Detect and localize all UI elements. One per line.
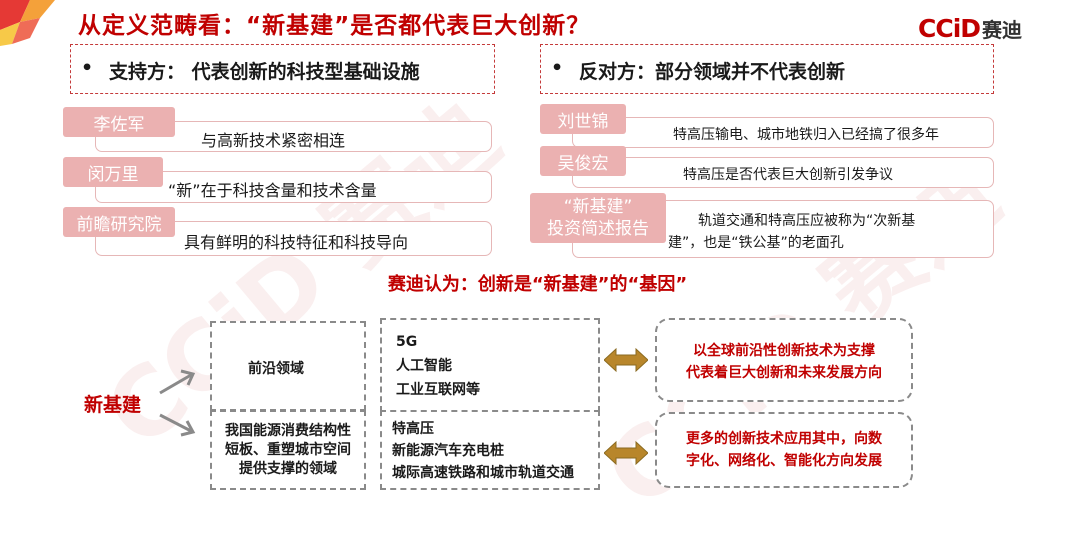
frontier-box: 前沿领域	[210, 321, 366, 411]
support-bullet: •	[81, 57, 94, 79]
corner-decoration	[0, 0, 55, 46]
support-heading: 支持方： 代表创新的科技型基础设施	[109, 61, 420, 83]
support-card-3: 具有鲜明的科技特征和科技导向	[95, 221, 492, 256]
branch-arrows	[159, 369, 196, 437]
support-tag-3: 前瞻研究院	[63, 207, 175, 237]
oppose-card-2: 特高压是否代表巨大创新引发争议	[572, 157, 994, 188]
oppose-tag-1: 刘世锦	[540, 104, 626, 134]
conclusion-text: 赛迪认为：创新是“新基建”的“基因”	[387, 274, 688, 295]
oppose-bullet: •	[551, 57, 564, 79]
energy-conclusion-line2: 字化、网络化、智能化方向发展	[686, 453, 882, 469]
oppose-text-2: 特高压是否代表巨大创新引发争议	[683, 167, 893, 183]
support-tag-1: 李佐军	[63, 107, 175, 137]
support-heading-panel: • 支持方： 代表创新的科技型基础设施	[70, 44, 495, 94]
oppose-card-1: 特高压输电、城市地铁归入已经搞了很多年	[572, 117, 994, 148]
ccid-logo: CCiD 赛迪	[918, 14, 1022, 43]
frontier-conclusion-line2: 代表着巨大创新和未来发展方向	[686, 365, 882, 381]
frontier-label: 前沿领域	[248, 361, 304, 377]
oppose-text-3a: 轨道交通和特高压应被称为“次新基	[698, 213, 916, 229]
oppose-heading-panel: • 反对方：部分领域并不代表创新	[540, 44, 994, 94]
energy-label-line3: 提供支撑的领域	[239, 461, 337, 477]
support-text-1: 与高新技术紧密相连	[201, 131, 346, 150]
page-title: 从定义范畴看：“新基建”是否都代表巨大创新？	[78, 13, 591, 39]
root-label: 新基建	[84, 394, 142, 416]
oppose-text-1: 特高压输电、城市地铁归入已经搞了很多年	[673, 127, 939, 143]
example-charging: 新能源汽车充电桩	[392, 443, 504, 459]
frontier-conclusion: 以全球前沿性创新技术为支撑 代表着巨大创新和未来发展方向	[657, 340, 911, 384]
logo-cn: 赛迪	[982, 18, 1023, 42]
example-5g: 5G	[396, 334, 418, 350]
oppose-tag-3: “新基建” 投资简述报告	[530, 193, 666, 243]
energy-examples: 特高压 新能源汽车充电桩 城际高速铁路和城市轨道交通	[392, 418, 574, 484]
support-text-2: “新”在于科技含量和技术含量	[168, 181, 377, 200]
example-ai: 人工智能	[396, 358, 452, 374]
energy-label-line2: 短板、重塑城市空间	[225, 442, 351, 458]
double-arrow-icon	[604, 440, 648, 466]
oppose-heading: 反对方：部分领域并不代表创新	[579, 61, 846, 83]
support-text-3: 具有鲜明的科技特征和科技导向	[184, 233, 409, 252]
energy-conclusion-line1: 更多的创新技术应用其中，向数	[686, 431, 882, 447]
oppose-text-3b: 建”，也是“铁公基”的老面孔	[668, 235, 844, 251]
double-arrow-icon	[604, 347, 648, 373]
oppose-tag-3-line2: 投资简述报告	[547, 219, 649, 239]
energy-label: 我国能源消费结构性 短板、重塑城市空间 提供支撑的领域	[220, 422, 356, 479]
energy-examples-box: 特高压 新能源汽车充电桩 城际高速铁路和城市轨道交通	[380, 410, 600, 490]
oppose-tag-3-line1: “新基建”	[563, 197, 633, 217]
support-tag-2: 闵万里	[63, 157, 163, 187]
frontier-examples: 5G 人工智能 工业互联网等	[396, 330, 480, 402]
oppose-tag-2: 吴俊宏	[540, 146, 626, 176]
frontier-conclusion-box: 以全球前沿性创新技术为支撑 代表着巨大创新和未来发展方向	[655, 318, 913, 402]
energy-conclusion-box: 更多的创新技术应用其中，向数 字化、网络化、智能化方向发展	[655, 412, 913, 488]
example-uhv: 特高压	[392, 421, 434, 437]
energy-box: 我国能源消费结构性 短板、重塑城市空间 提供支撑的领域	[210, 410, 366, 490]
example-rail: 城际高速铁路和城市轨道交通	[392, 465, 574, 481]
energy-conclusion: 更多的创新技术应用其中，向数 字化、网络化、智能化方向发展	[657, 428, 911, 472]
energy-label-line1: 我国能源消费结构性	[225, 423, 351, 439]
example-iiot: 工业互联网等	[396, 382, 480, 398]
frontier-conclusion-line1: 以全球前沿性创新技术为支撑	[693, 343, 875, 359]
logo-brand: CCiD	[918, 14, 981, 43]
frontier-examples-box: 5G 人工智能 工业互联网等	[380, 318, 600, 412]
